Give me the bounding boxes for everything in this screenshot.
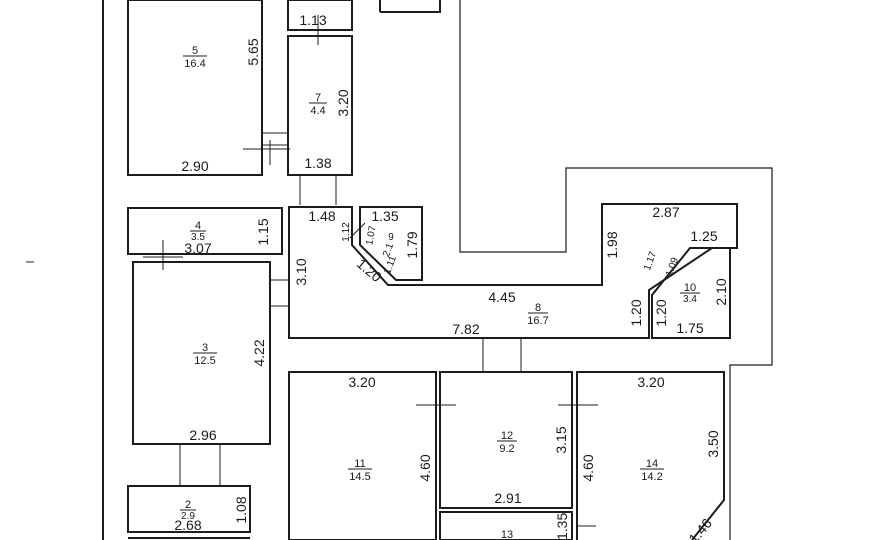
room-8-dim-4.45: 4.45: [488, 289, 515, 305]
room-7: 7 4.4 3.20 1.38: [287, 35, 353, 205]
room-10: 1.25 1.17 1.09 10 3.4 2.10 1.20 1.75: [642, 228, 731, 339]
room-6: 1.13: [287, 0, 353, 45]
room-4-area: 3.5: [191, 232, 205, 243]
room-3-area: 12.5: [194, 355, 215, 367]
room-5: 5 16.4 5.65 2.90: [127, 0, 290, 176]
building-outline: [26, 0, 773, 540]
room-11-width-dim: 3.20: [348, 374, 375, 390]
room-5-number: 5: [192, 45, 198, 57]
room-2: 2 2.9 2.68 1.08: [127, 485, 251, 539]
room-5-height-dim: 5.65: [245, 38, 261, 65]
room-10-area: 3.4: [683, 294, 697, 305]
room-8: 1.48 3.10 1.20 4.45 8 16.7 7.82 1.98 2.8…: [288, 203, 738, 372]
room-3-height-dim: 4.22: [251, 339, 267, 366]
room-7-area: 4.4: [310, 105, 325, 117]
room-12-number: 12: [501, 430, 513, 442]
room-8-number: 8: [535, 302, 541, 314]
room-8-dim-1.98: 1.98: [604, 231, 620, 258]
room-10-number: 10: [684, 282, 696, 294]
room-5-area: 16.4: [184, 58, 205, 70]
room-12-height-dim: 3.15: [553, 426, 569, 453]
room-2-width-dim: 2.68: [174, 517, 201, 533]
room-3: 3 12.5 4.22 2.96: [132, 256, 288, 486]
room-14-right-dim: 3.50: [705, 430, 721, 457]
room-8-dim-7.82: 7.82: [452, 321, 479, 337]
room-8-area: 16.7: [527, 315, 548, 327]
room-10-dim-1.25: 1.25: [690, 228, 717, 244]
room-7-height-dim: 3.20: [335, 89, 351, 116]
room-6-width-dim: 1.13: [299, 12, 326, 28]
room-8-dim-1.20: 1.20: [628, 299, 644, 326]
room-12-area: 9.2: [499, 443, 514, 455]
room-11-number: 11: [354, 458, 365, 470]
room-8-dim-3.10: 3.10: [293, 258, 309, 285]
room-7-number: 7: [315, 92, 321, 104]
room-9-dim-1.07: 1.07: [364, 225, 378, 247]
room-10-dim-1.09: 1.09: [664, 256, 681, 278]
room-3-number: 3: [202, 342, 208, 354]
room-8-dim-1.48: 1.48: [308, 208, 335, 224]
room-7-width-dim: 1.38: [304, 155, 331, 171]
room-4: 4 3.5 3.07 1.15: [127, 207, 283, 270]
room-11-height-dim: 4.60: [417, 454, 433, 481]
room-9-dim-1.12: 1.12: [341, 222, 352, 242]
room-10-dim-1.20: 1.20: [653, 299, 669, 326]
room-9-dim-1.11: 1.11: [382, 254, 399, 276]
room-10-dim-1.75: 1.75: [676, 320, 703, 336]
room-9: 1.35 1.12 1.07 9 2.1 1.11 1.79: [341, 206, 423, 281]
room-14-diag-dim: 1.46: [685, 515, 715, 540]
room-9-area: 2.1: [381, 241, 396, 258]
room-5-width-dim: 2.90: [181, 158, 208, 174]
room-9-number: 9: [388, 232, 394, 243]
room-14-left-dim: 4.60: [580, 454, 596, 481]
room-2-height-dim: 1.08: [233, 496, 249, 523]
room-12-width-dim: 2.91: [494, 490, 521, 506]
room-13-number: 13: [501, 529, 513, 540]
room-13: 13 1.35: [439, 511, 596, 540]
room-9-dim-1.79: 1.79: [404, 231, 420, 258]
room-14: 3.20 4.60 14 14.2 3.50 1.46: [576, 371, 725, 540]
room-12: 12 9.2 3.15 2.91: [439, 371, 598, 509]
room-8-dim-1.20: 1.20: [354, 255, 385, 285]
room-10-dim-2.10: 2.10: [713, 278, 729, 305]
room-14-number: 14: [646, 458, 658, 470]
room-14-area: 14.2: [641, 471, 662, 483]
room-13-dim: 1.35: [554, 513, 570, 540]
room-4-width-dim: 3.07: [184, 240, 211, 256]
room-11-area: 14.5: [349, 471, 370, 483]
room-2-area: 2.9: [181, 511, 195, 522]
room-2-number: 2: [185, 499, 191, 511]
room-8-dim-2.87: 2.87: [652, 204, 679, 220]
room-10-dim-1.17: 1.17: [642, 250, 659, 272]
room-4-height-dim: 1.15: [255, 218, 271, 245]
room-4-number: 4: [195, 220, 201, 232]
room-3-width-dim: 2.96: [189, 427, 216, 443]
room-9-dim-1.35: 1.35: [371, 208, 398, 224]
room-14-width-dim: 3.20: [637, 374, 664, 390]
room-11: 3.20 11 14.5 4.60: [288, 371, 456, 540]
